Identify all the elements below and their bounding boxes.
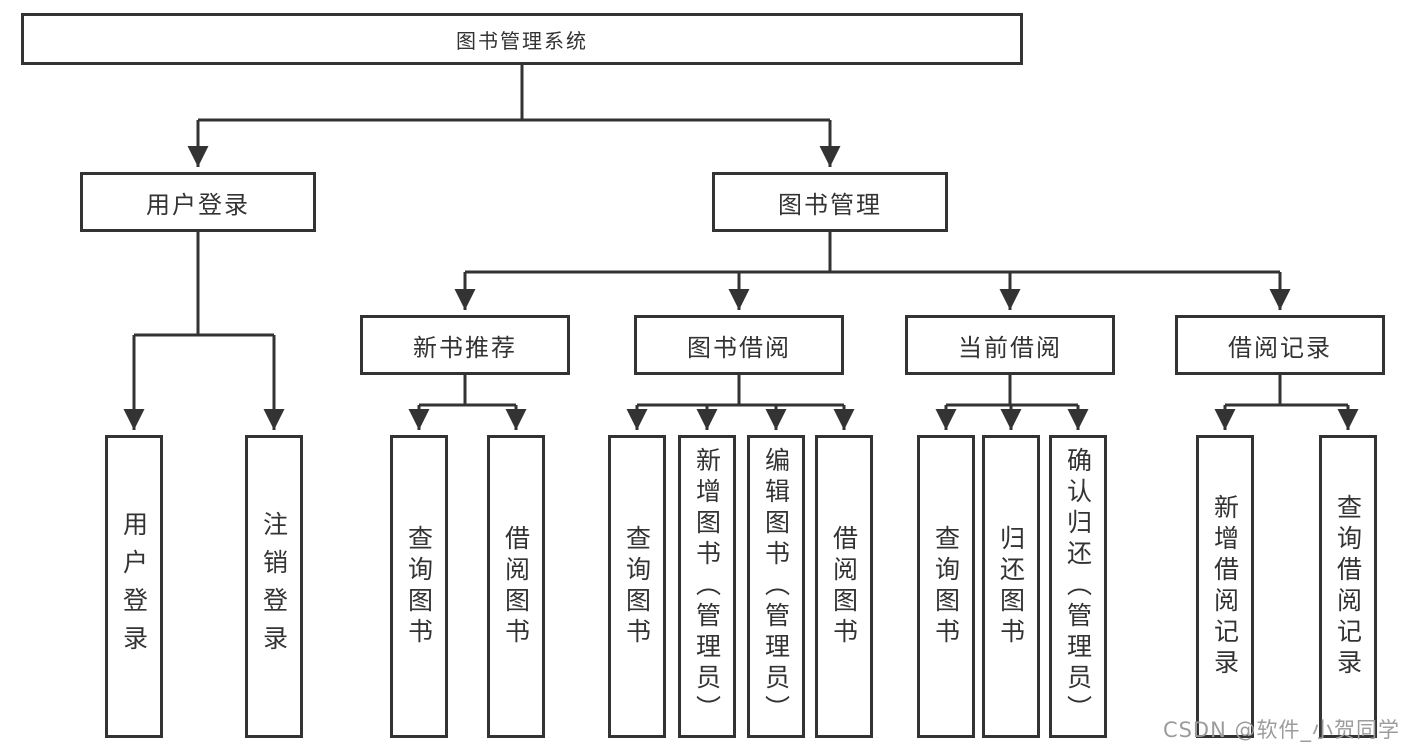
node-book-borrowing: 图书借阅: [634, 315, 844, 375]
connector-segments: [134, 65, 1348, 407]
node-root: 图书管理系统: [21, 13, 1023, 65]
leaf-label: 新增图书（管理员）: [692, 447, 722, 726]
leaf-bb-edit-book-admin: 编辑图书（管理员）: [747, 435, 805, 738]
leaf-label: 查询图书: [404, 524, 434, 649]
leaf-label: 注销登录: [259, 510, 289, 663]
leaf-label: 借阅图书: [829, 524, 859, 649]
node-book-management: 图书管理: [712, 172, 948, 232]
leaf-bb-add-book-admin: 新增图书（管理员）: [678, 435, 736, 738]
leaf-label: 用户登录: [119, 510, 149, 663]
leaf-label: 借阅图书: [501, 524, 531, 649]
leaf-label: 新增借阅记录: [1210, 493, 1240, 680]
leaf-nbr-borrow-books: 借阅图书: [487, 435, 545, 738]
connector-arrows: [123, 120, 1359, 430]
leaf-label: 查询图书: [931, 524, 961, 649]
leaf-label: 查询借阅记录: [1333, 493, 1363, 680]
leaf-bb-borrow-books: 借阅图书: [815, 435, 873, 738]
leaf-label: 查询图书: [622, 524, 652, 649]
leaf-logout: 注销登录: [245, 435, 303, 738]
node-current-borrowing: 当前借阅: [905, 315, 1115, 375]
node-user-login: 用户登录: [80, 172, 316, 232]
leaf-br-add-record: 新增借阅记录: [1196, 435, 1254, 738]
leaf-user-login: 用户登录: [105, 435, 163, 738]
leaf-label: 确认归还（管理员）: [1063, 447, 1093, 726]
leaf-bb-query-books: 查询图书: [608, 435, 666, 738]
leaf-nbr-query-books: 查询图书: [390, 435, 448, 738]
leaf-cb-query-books: 查询图书: [917, 435, 975, 738]
leaf-label: 归还图书: [996, 524, 1026, 649]
leaf-cb-return-books: 归还图书: [982, 435, 1040, 738]
node-new-book-recommendation: 新书推荐: [360, 315, 570, 375]
node-borrowing-records: 借阅记录: [1175, 315, 1385, 375]
leaf-label: 编辑图书（管理员）: [761, 447, 791, 726]
leaf-cb-confirm-return-admin: 确认归还（管理员）: [1049, 435, 1107, 738]
leaf-br-query-record: 查询借阅记录: [1319, 435, 1377, 738]
watermark: CSDN @软件_小贺同学: [1162, 718, 1400, 742]
